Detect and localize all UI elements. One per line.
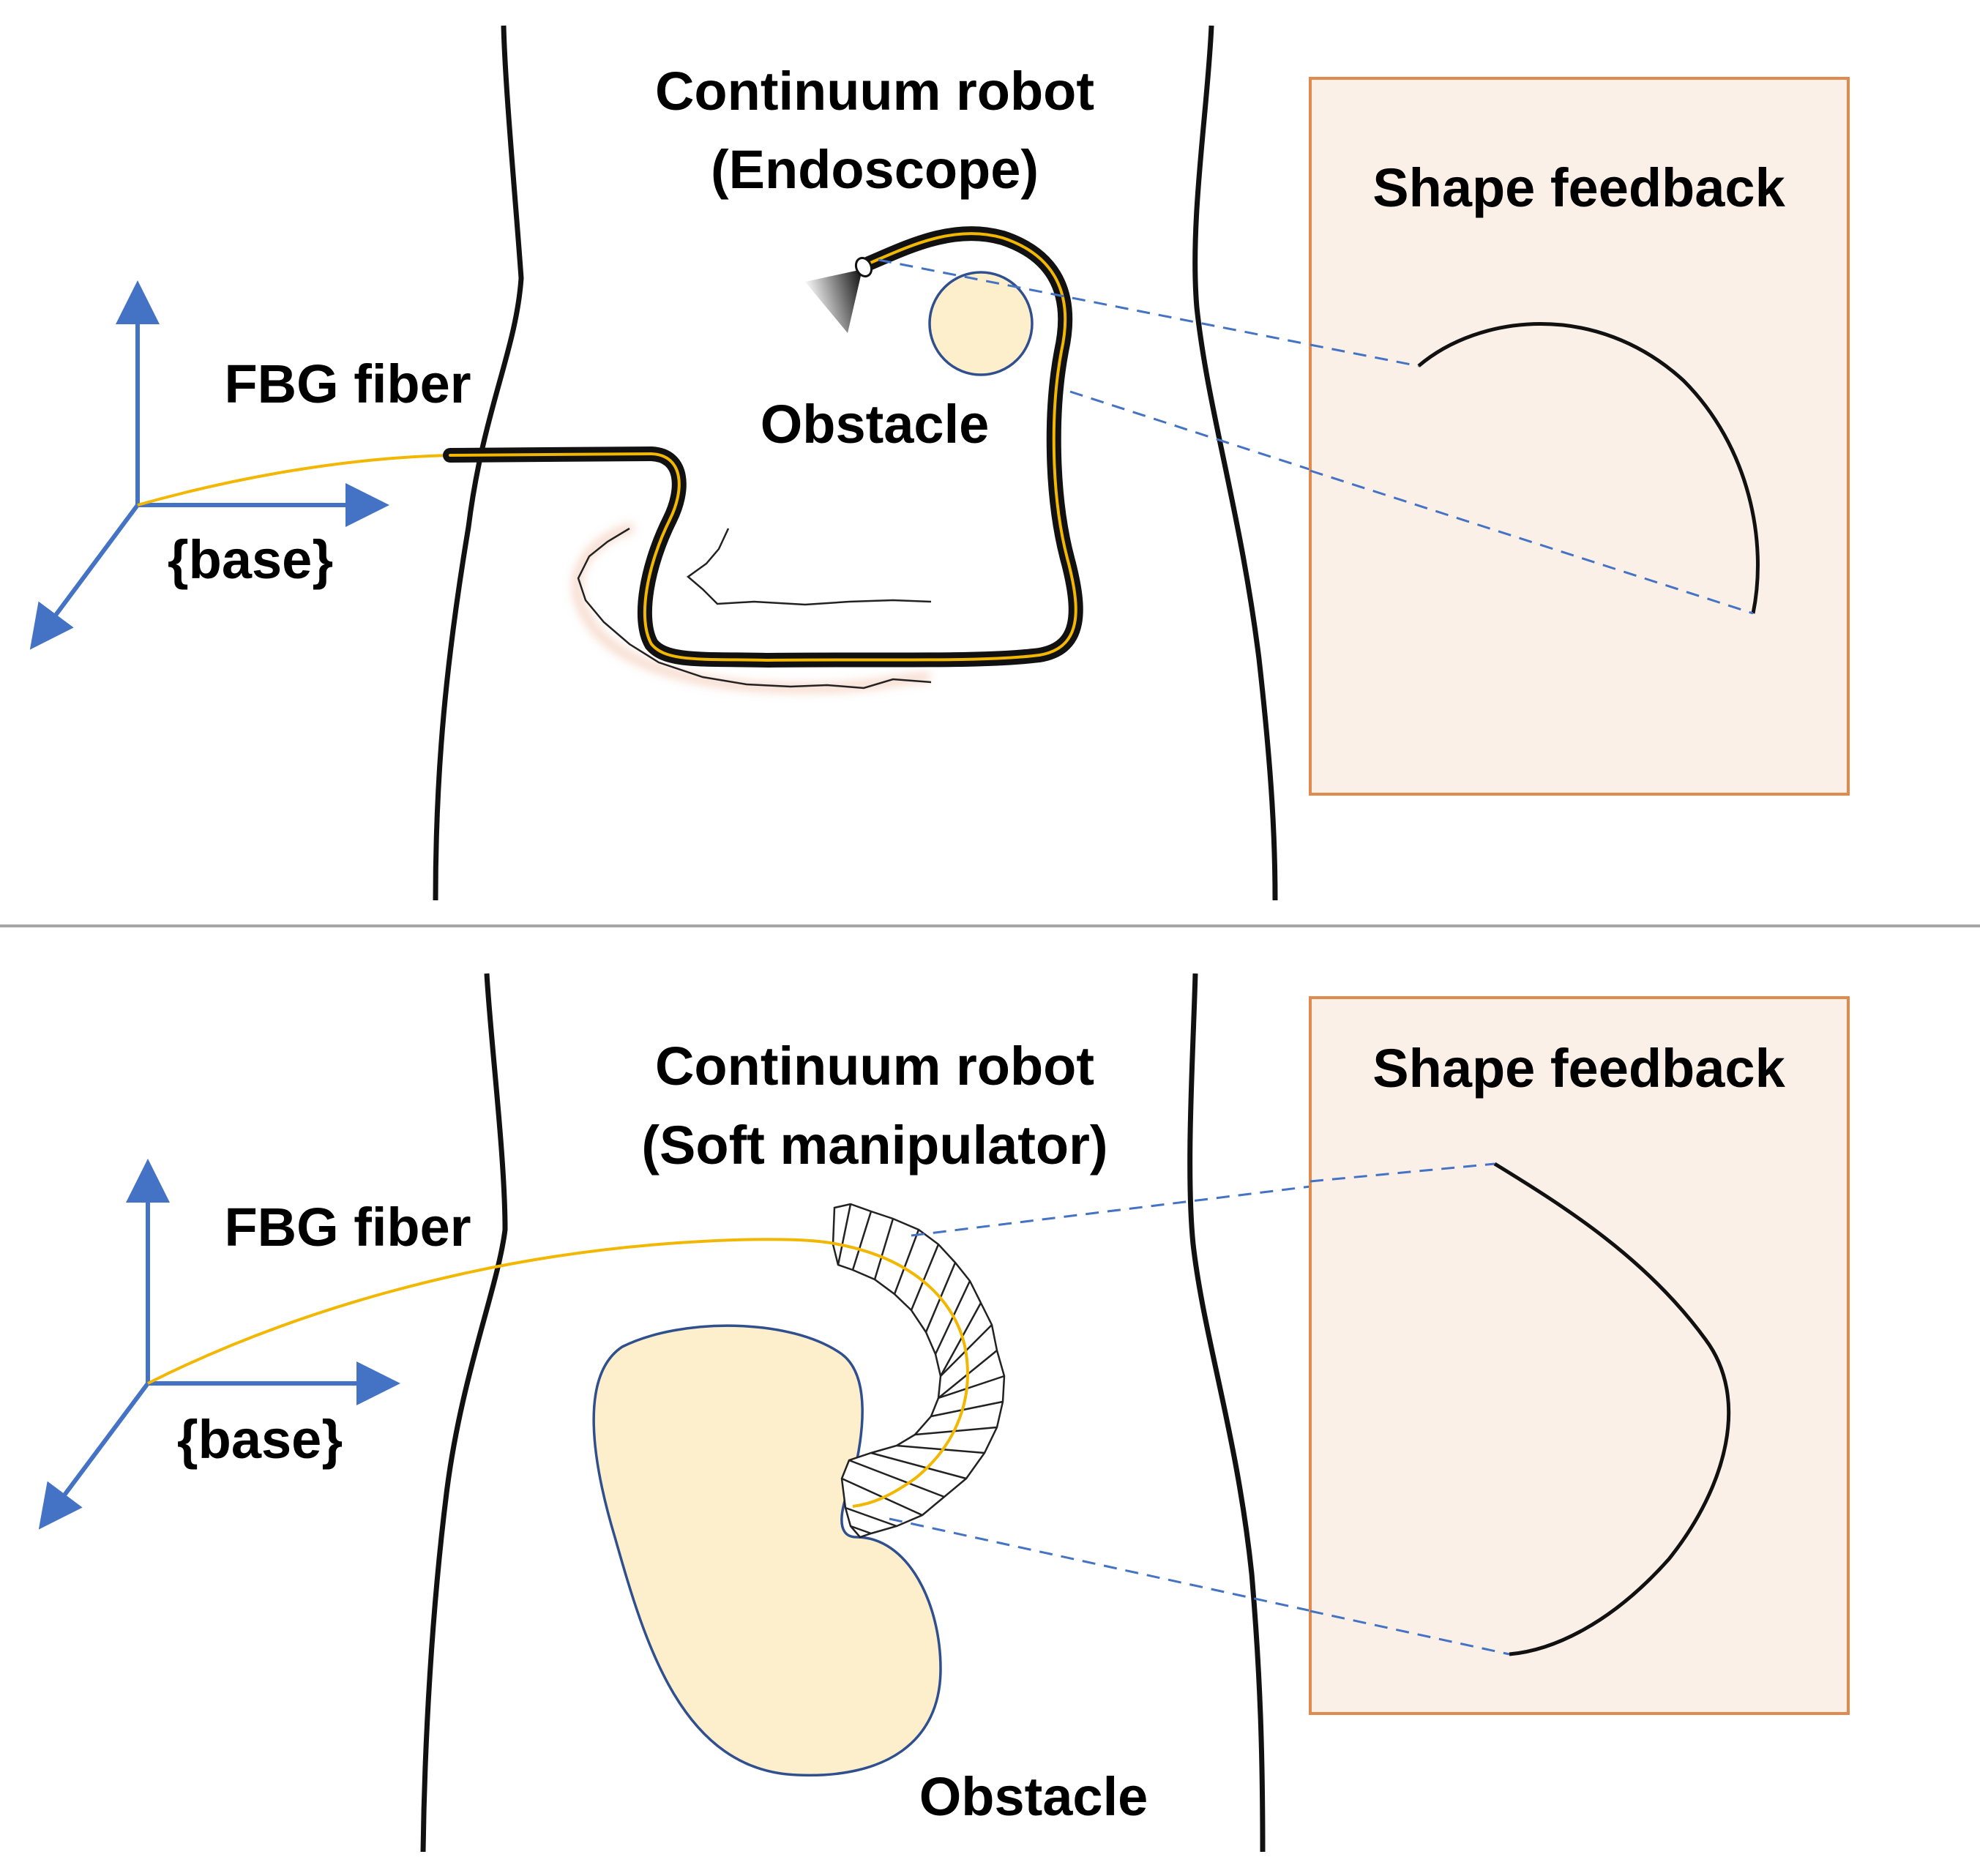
endoscope-tip xyxy=(854,256,873,278)
bottom-panel: Continuum robot (Soft manipulator) FBG f… xyxy=(38,973,1850,1853)
fbg-fiber-label-top: FBG fiber xyxy=(224,354,471,414)
body-outline-left-bottom xyxy=(420,973,508,1853)
base-label-top: {base} xyxy=(168,529,333,590)
obstacle-label-bottom: Obstacle xyxy=(919,1766,1148,1827)
obstacle-circle-top xyxy=(928,271,1034,376)
obstacle-blob-bottom xyxy=(592,1324,942,1777)
robot-title-line1-bottom: Continuum robot xyxy=(655,1036,1094,1096)
dashed-link-top-1 xyxy=(878,258,1419,367)
body-outline-right-bottom xyxy=(1187,973,1266,1853)
robot-title-line2-top: (Endoscope) xyxy=(711,139,1039,200)
shape-feedback-box-bottom xyxy=(1309,996,1850,1715)
obstacle-label-top: Obstacle xyxy=(761,394,990,455)
endoscope xyxy=(443,226,1083,668)
organ-sketch xyxy=(572,522,932,694)
body-outline-left xyxy=(433,25,524,901)
base-label-bottom: {base} xyxy=(177,1409,343,1470)
fbg-fiber-bottom xyxy=(147,1238,969,1508)
endoscope-light-cone xyxy=(805,269,862,333)
robot-title-line2-bottom: (Soft manipulator) xyxy=(641,1115,1107,1176)
fbg-fiber-top xyxy=(137,454,451,507)
top-panel: Continuum robot (Endoscope) FBG fiber {b… xyxy=(29,25,1850,901)
fbg-fiber-label-bottom: FBG fiber xyxy=(224,1197,471,1257)
body-outline-right xyxy=(1192,25,1278,901)
robot-title-line1-top: Continuum robot xyxy=(655,61,1094,122)
shape-feedback-curve-bottom xyxy=(1493,1162,1731,1656)
shape-feedback-label-bottom: Shape feedback xyxy=(1372,1038,1785,1099)
shape-feedback-box-top xyxy=(1309,77,1850,796)
base-frame-bottom xyxy=(38,1159,400,1530)
shape-feedback-curve-top xyxy=(1417,322,1760,614)
shape-feedback-label-top: Shape feedback xyxy=(1372,157,1785,218)
base-frame-top xyxy=(29,280,389,650)
soft-manipulator xyxy=(832,1203,1006,1539)
